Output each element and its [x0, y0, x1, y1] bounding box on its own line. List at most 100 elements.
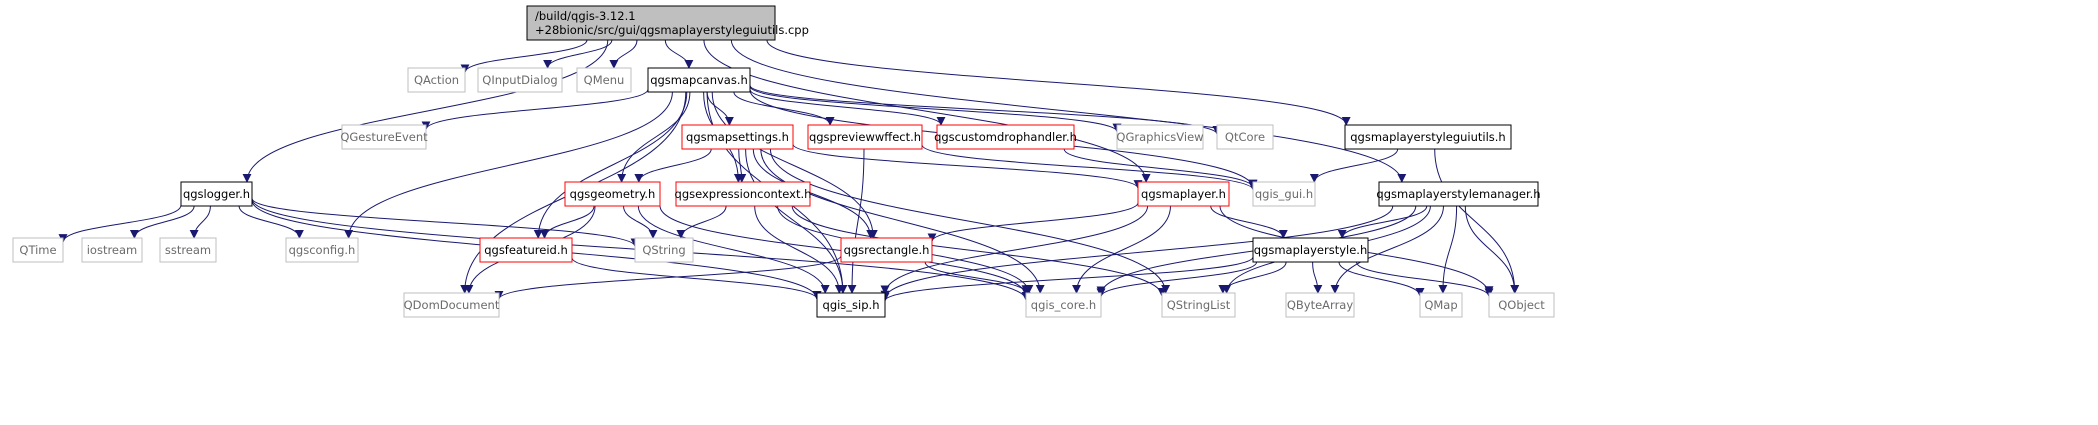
edge-qgsmaplayerstyle-to-qbytearray	[1312, 261, 1323, 294]
node-qtcore[interactable]: QtCore	[1216, 124, 1274, 150]
edge-qgsmaplayerstylemanager-to-qgis_sip	[880, 205, 1394, 300]
edge-qgscustomdrop-to-qgis_gui	[1063, 148, 1258, 189]
node-box	[1025, 292, 1102, 318]
node-qgsexpressioncontext[interactable]: qgsexpressioncontext.h	[675, 181, 812, 207]
node-label: +28bionic/src/gui/qgsmaplayerstyleguiuti…	[535, 23, 809, 37]
edge-qgsexpressioncontext-to-qstring	[676, 205, 727, 239]
node-qinputdialog[interactable]: QInputDialog	[477, 67, 563, 93]
node-box	[936, 124, 1075, 150]
node-label: QGraphicsView	[1116, 130, 1203, 144]
edge-qgsmapsettings-to-qgsexpressioncontext	[737, 148, 747, 183]
node-label: qgsconfig.h	[289, 243, 356, 257]
edge-qgsmapcanvas-to-qgscustomdrop	[749, 89, 946, 126]
edge-qgsmapcanvas-to-qgsfeatureid	[533, 91, 688, 239]
node-box	[1137, 181, 1230, 207]
edge-qgsmapcanvas-to-qgsconfig	[344, 91, 673, 239]
node-box	[1116, 124, 1204, 150]
node-box	[1378, 181, 1539, 207]
node-qgraphicsview[interactable]: QGraphicsView	[1116, 124, 1204, 150]
node-box	[1216, 124, 1274, 150]
node-qaction[interactable]: QAction	[407, 67, 466, 93]
node-qgsconfig[interactable]: qgsconfig.h	[285, 237, 359, 263]
edge-qgsrectangle-to-qdomdocument	[494, 255, 842, 300]
edge-qgsmapcanvas-to-qgsgeometry	[617, 91, 691, 183]
node-qgsmapsettings[interactable]: qgsmapsettings.h	[681, 124, 794, 150]
edge-qgsmaplayerstyle-to-qobject	[1356, 261, 1494, 298]
edge-qgsexpressioncontext-to-qstringlist	[791, 205, 1167, 297]
node-qgsgeometry[interactable]: qgsgeometry.h	[564, 181, 661, 207]
node-qgis-sip[interactable]: qgis_sip.h	[816, 292, 886, 318]
node-box	[526, 5, 776, 41]
node-box	[159, 237, 217, 263]
edge-root-to-qgsmaplayerstyleguiutils_h	[766, 39, 1351, 126]
node-label: qgsmaplayerstylemanager.h	[1376, 187, 1540, 201]
node-qbytearray[interactable]: QByteArray	[1285, 292, 1355, 318]
edge-qgsmaplayer-to-qgis_sip	[880, 205, 1149, 295]
node-box	[1344, 124, 1512, 150]
edge-qgsmaplayerstylemanager-to-qbytearray	[1330, 205, 1444, 294]
node-box	[403, 292, 500, 318]
node-box	[816, 292, 886, 318]
node-qgsmapcanvas[interactable]: qgsmapcanvas.h	[647, 67, 751, 93]
edge-qgsmaplayerstyle-to-qgis_core	[1096, 261, 1258, 298]
node-qgsfeatureid[interactable]: qgsfeatureid.h	[479, 237, 573, 263]
node-qgscustomdrop[interactable]: qgscustomdrophandler.h	[934, 124, 1077, 150]
node-qgestureevent[interactable]: QGestureEvent	[340, 124, 428, 150]
node-label: qgsrectangle.h	[844, 243, 930, 257]
edge-root-to-qgslogger	[242, 39, 609, 183]
edge-qgsmapcanvas-to-qgspreviewe	[733, 91, 835, 126]
node-qgis-core[interactable]: qgis_core.h	[1025, 292, 1102, 318]
node-qgspreviewe[interactable]: qgspreviewwffect.h	[807, 124, 923, 150]
edge-qgsmaplayerstyle-to-qgis_sip	[880, 256, 1254, 302]
node-label: qgis_gui.h	[1255, 187, 1313, 201]
node-box	[1252, 237, 1369, 263]
edge-qgsmaplayer-to-qgsmaplayerstyle	[1210, 205, 1288, 239]
node-label: qgsmapsettings.h	[686, 130, 789, 144]
edge-qgslogger-to-sstream	[189, 205, 211, 239]
node-label: QtCore	[1225, 130, 1265, 144]
node-box	[647, 67, 751, 93]
node-qmap[interactable]: QMap	[1419, 292, 1463, 318]
edge-qgspreviewe-to-qgis_sip	[847, 148, 865, 294]
node-iostream[interactable]: iostream	[81, 237, 143, 263]
node-box	[681, 124, 794, 150]
node-box	[634, 237, 694, 263]
node-label: QDomDocument	[404, 298, 500, 312]
edge-root-to-qaction	[460, 39, 588, 74]
node-label: QAction	[414, 73, 459, 87]
dependency-nodes: /build/qgis-3.12.1+28bionic/src/gui/qgsm…	[12, 5, 1555, 318]
node-qgsmaplayer[interactable]: qgsmaplayer.h	[1137, 181, 1230, 207]
edge-qgsgeometry-to-qstring	[623, 205, 658, 239]
node-label: QGestureEvent	[340, 130, 428, 144]
node-label: iostream	[87, 243, 138, 257]
node-qgis-gui[interactable]: qgis_gui.h	[1252, 181, 1316, 207]
node-qstringlist[interactable]: QStringList	[1161, 292, 1236, 318]
node-qtime[interactable]: QTime	[12, 237, 64, 263]
node-qgsmaplayerstyleguiutils-h[interactable]: qgsmaplayerstyleguiutils.h	[1344, 124, 1512, 150]
node-box	[479, 237, 573, 263]
node-qgsmaplayerstyle[interactable]: qgsmaplayerstyle.h	[1252, 237, 1369, 263]
node-label: qgsfeatureid.h	[484, 243, 568, 257]
node-box	[564, 181, 661, 207]
node-qgslogger[interactable]: qgslogger.h	[180, 181, 253, 207]
edge-qgsmapsettings-to-qgsrectangle	[752, 148, 876, 239]
node-label: qgsexpressioncontext.h	[675, 187, 812, 201]
node-label: QStringList	[1167, 298, 1231, 312]
node-qobject[interactable]: QObject	[1488, 292, 1555, 318]
edge-qgslogger-to-qgsconfig	[238, 205, 304, 239]
node-label: QString	[642, 243, 685, 257]
edge-qgslogger-to-iostream	[129, 205, 195, 239]
node-qdomdocument[interactable]: QDomDocument	[403, 292, 500, 318]
node-qgsmaplayerstylemanager[interactable]: qgsmaplayerstylemanager.h	[1376, 181, 1541, 207]
node-qgsrectangle[interactable]: qgsrectangle.h	[840, 237, 933, 263]
edge-qgslogger-to-qstring	[251, 197, 640, 248]
node-root[interactable]: /build/qgis-3.12.1+28bionic/src/gui/qgsm…	[526, 5, 809, 41]
node-sstream[interactable]: sstream	[159, 237, 217, 263]
node-qmenu[interactable]: QMenu	[576, 67, 632, 93]
node-label: QMap	[1424, 298, 1457, 312]
node-qstring[interactable]: QString	[634, 237, 694, 263]
edge-qgslogger-to-qtime	[58, 204, 182, 244]
node-box	[1252, 181, 1316, 207]
edge-qgsmapsettings-to-qgsgeometry	[634, 148, 712, 183]
